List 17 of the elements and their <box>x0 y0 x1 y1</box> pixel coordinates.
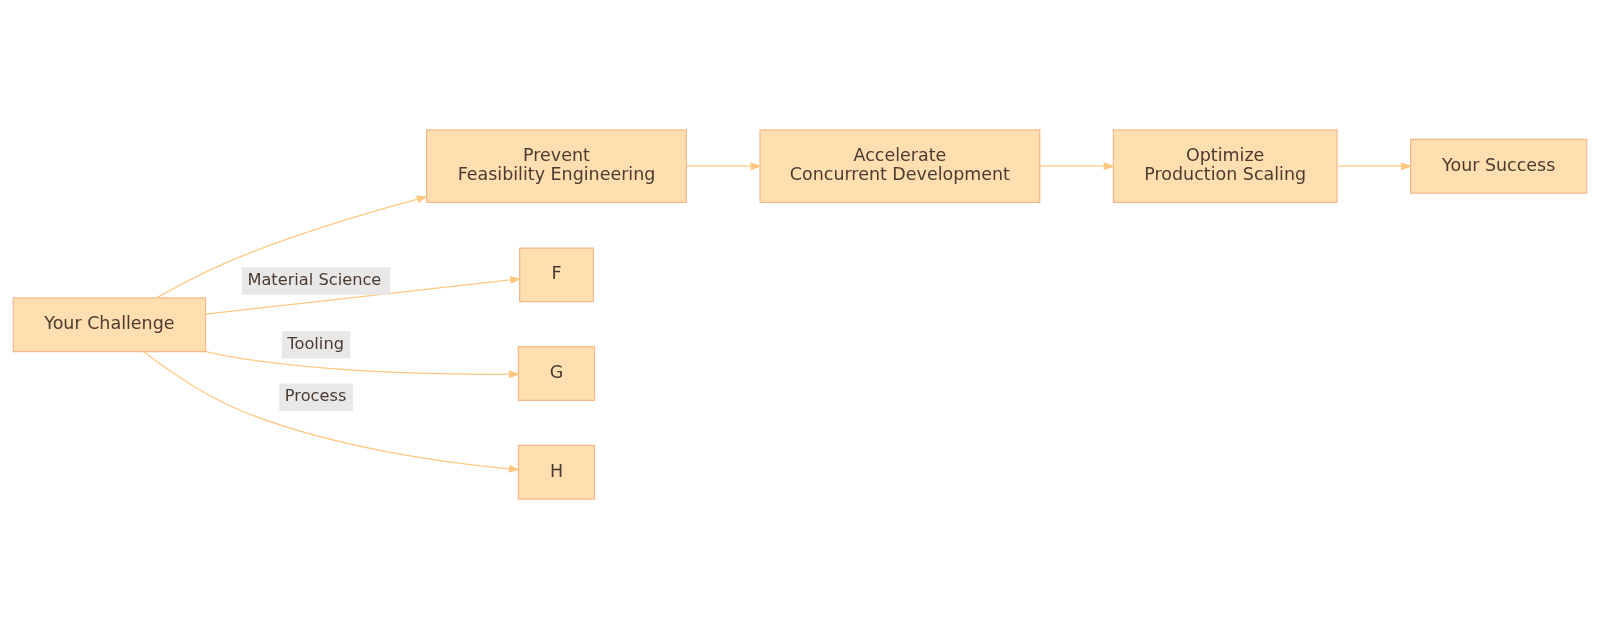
arrow <box>1336 161 1413 170</box>
arrow <box>143 350 521 473</box>
node-box: Your Challenge <box>12 296 207 352</box>
edge-label: Tooling <box>287 333 344 353</box>
node-box: Accelerate Concurrent Development <box>759 128 1041 203</box>
arrow <box>686 161 762 170</box>
arrow <box>1039 161 1115 170</box>
node-box: Your Success <box>1410 138 1588 194</box>
node-box: G <box>517 345 596 401</box>
node-box: F <box>519 246 594 302</box>
arrow <box>205 275 522 315</box>
node-box: Optimize Production Scaling <box>1112 128 1338 203</box>
arrow <box>205 350 521 378</box>
node-box: Prevent Feasibility Engineering <box>426 128 687 203</box>
node-box: H <box>517 444 596 500</box>
edge-label: Material Science <box>247 269 382 289</box>
edge-label: Process <box>284 385 347 405</box>
